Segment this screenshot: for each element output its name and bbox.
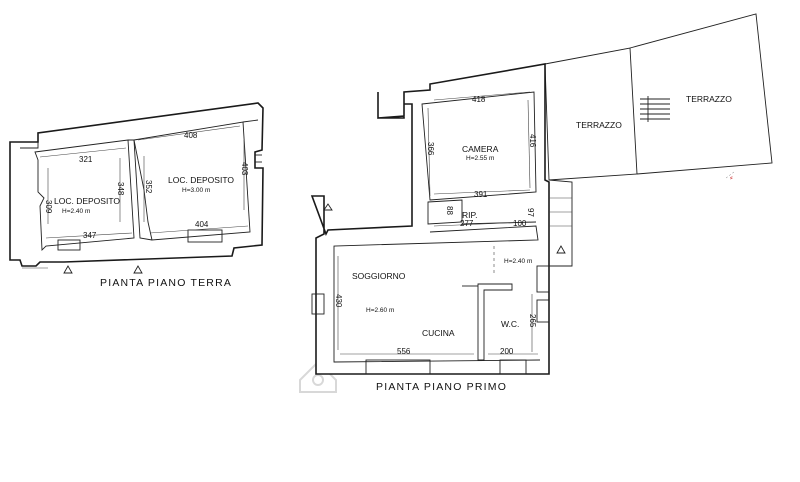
watermark-logo (299, 360, 337, 393)
svg-text:⸗: ⸗ (730, 173, 733, 182)
dimension-label: 556 (397, 347, 411, 356)
dimension-label: 97 (526, 208, 535, 217)
camera-label: CAMERA (462, 144, 499, 154)
dimension-label: 408 (184, 131, 198, 140)
entrance-triangle-icon (556, 245, 566, 254)
dimension-label: 347 (83, 231, 97, 240)
soggiorno-label: SOGGIORNO (352, 271, 406, 281)
ground-room-2-label: LOC. DEPOSITO (168, 175, 234, 185)
wc-label: W.C. (501, 319, 519, 329)
dimension-label: 309 (44, 200, 53, 214)
dimension-label: 404 (195, 220, 209, 229)
dimension-label: 265 (528, 314, 537, 328)
dimension-label: 403 (240, 162, 249, 176)
ground-room-1-height: H=2.40 m (62, 208, 90, 215)
dimension-label: 366 (426, 142, 435, 156)
dimension-label: 200 (500, 347, 514, 356)
ground-floor-title: PIANTA PIANO TERRA (100, 277, 232, 289)
cucina-label: CUCINA (422, 328, 455, 338)
dimension-label: 100 (513, 219, 527, 228)
dimension-label: 88 (445, 206, 454, 215)
dimension-label: 321 (79, 155, 93, 164)
terrazzo-1-label: TERRAZZO (576, 120, 622, 130)
first-floor-title: PIANTA PIANO PRIMO (376, 381, 507, 393)
rip-label: RIP. (462, 210, 477, 220)
dimension-label: 352 (144, 180, 153, 194)
ground-room-1-label: LOC. DEPOSITO (54, 196, 120, 206)
dimension-label: 418 (472, 95, 486, 104)
stairs-icon (640, 96, 670, 122)
camera-height: H=2.55 m (466, 155, 494, 162)
dimension-label: 430 (334, 294, 343, 308)
first-floor-plan: ⸗ CAMERA (310, 13, 773, 393)
terrazzo-2-label: TERRAZZO (686, 94, 732, 104)
entrance-triangle-icon (133, 265, 143, 274)
ground-floor-plan: LOC. DEPOSITO H=2.40 m LOC. DEPOSITO H=3… (9, 102, 264, 289)
dimension-label: 277 (460, 219, 474, 228)
entrance-triangle-icon (63, 265, 73, 274)
ground-room-2-height: H=3.00 m (182, 187, 210, 194)
wc-height: H=2.40 m (504, 258, 532, 265)
entrance-triangle-icon (323, 203, 333, 211)
dimension-label: 348 (116, 182, 125, 196)
dimension-label: 416 (528, 134, 537, 148)
soggiorno-height: H=2.60 m (366, 307, 394, 314)
dimension-label: 391 (474, 190, 488, 199)
